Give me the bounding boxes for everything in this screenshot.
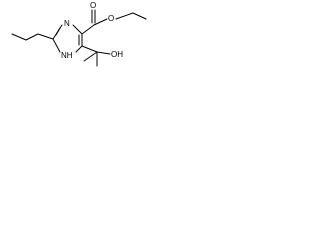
- bond-ethyl-to-oxygen: [115, 12, 134, 20]
- bond-ester-oxygen-to-carbonyl: [93, 18, 108, 26]
- bond-quaternary-to-hydroxyl: [96, 51, 111, 55]
- bond-ring-c2-n1: [52, 38, 61, 53]
- bond-propyl-1: [37, 33, 54, 40]
- chemical-structure-diagram: O O N NH OH: [0, 0, 156, 77]
- molecule-drawing: O O N NH OH: [11, 1, 147, 67]
- bond-propyl-2: [25, 33, 39, 41]
- bond-propyl-3: [11, 33, 27, 41]
- bond-ethyl-terminal: [132, 12, 147, 20]
- bond-ring-n3-c2-double: [55, 27, 61, 36]
- hydroxyl-label: OH: [111, 50, 123, 59]
- bond-ring-n1-c5: [75, 45, 83, 53]
- ester-oxygen-label: O: [108, 14, 114, 23]
- bond-ring-c4-n3: [72, 24, 83, 35]
- bond-quaternary-to-methyl-left: [83, 51, 98, 62]
- bond-carbonyl-to-ring: [81, 24, 95, 35]
- ring-nitrogen-label: N: [64, 19, 70, 28]
- carbonyl-oxygen-label: O: [90, 1, 96, 10]
- bond-c5-to-quaternary-carbon: [81, 45, 98, 53]
- ring-nh-label: NH: [61, 51, 73, 60]
